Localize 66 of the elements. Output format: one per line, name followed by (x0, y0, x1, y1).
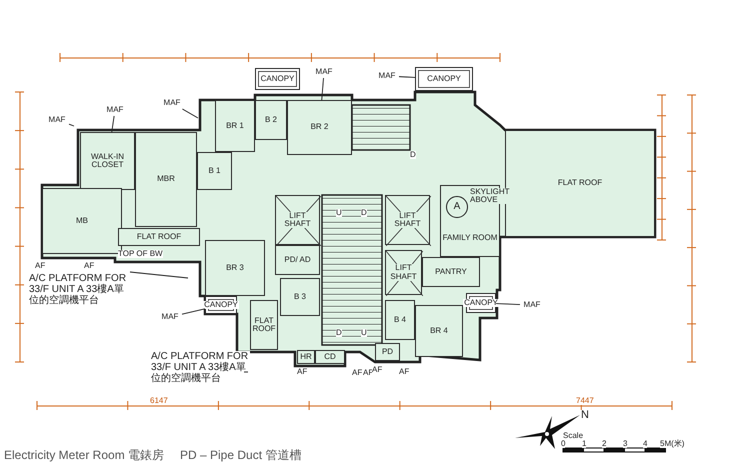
leader-line (182, 108, 198, 118)
scale-label: Scale (563, 432, 584, 440)
scale-number: 0 (561, 440, 566, 448)
room-area: PANTRY (422, 257, 480, 287)
room-area: FLAT ROOF (250, 300, 278, 350)
room-area: BR 4 (415, 305, 463, 357)
scale-number: 1 (582, 440, 586, 448)
north-label: N (581, 410, 589, 421)
callout-text: MAF (162, 98, 182, 108)
room-area: B 4 (385, 300, 415, 340)
lift-shaft: LIFT SHAFT (385, 195, 430, 245)
room-area: B 1 (197, 152, 232, 190)
callout-text: A/C PLATFORM FOR 33/F UNIT A 33樓A單位的空調機平台 (150, 350, 250, 384)
stair-direction: D (336, 329, 342, 337)
leader-line (68, 124, 74, 126)
room-area: B 2 (255, 100, 287, 140)
callout-text: MAF (106, 106, 124, 114)
callout-text: MAF (48, 116, 66, 124)
leader-line (321, 78, 324, 100)
note: AF (35, 262, 46, 270)
room-area: FLAT ROOF (118, 228, 200, 246)
room-area: BR 2 (287, 100, 352, 155)
room-marker-circle: A (446, 196, 468, 218)
callout-text: MAF (378, 72, 396, 80)
scale-number: 5M(米) (660, 440, 684, 448)
leader-line (130, 272, 188, 278)
leader-line (496, 303, 520, 305)
room-area: WALK-IN CLOSET (80, 132, 135, 190)
leader-line (111, 116, 115, 132)
note: TOP OF BW (118, 250, 163, 258)
dimension-text: 6147 (150, 397, 168, 405)
leader-line (182, 308, 206, 315)
callout-text: MAF (522, 300, 542, 310)
room-area: MBR (135, 132, 197, 227)
lift-shaft: LIFT SHAFT (275, 195, 320, 245)
canopy-area: CANOPY (205, 296, 237, 314)
note: AF (399, 368, 410, 376)
legend-note: PD – Pipe Duct 管道槽 (180, 449, 302, 461)
scale-number: 3 (623, 440, 628, 448)
stair-direction: U (361, 329, 367, 337)
dimension-text: 7447 (576, 397, 594, 405)
note: AF (297, 368, 308, 376)
callout-text: MAF (314, 68, 334, 76)
leader-line (398, 76, 416, 78)
room-area: BR 1 (215, 100, 255, 152)
scale-number: 4 (643, 440, 648, 448)
lift-shaft: LIFT SHAFT (385, 250, 422, 295)
canopy-area: CANOPY (255, 68, 300, 90)
room-area: B 3 (280, 278, 320, 316)
stair-direction: D (361, 209, 367, 217)
room-area: PD/ AD (275, 245, 320, 275)
canopy-area: CANOPY (466, 293, 496, 313)
stair-direction: U (336, 209, 342, 217)
scale-number: 2 (602, 440, 606, 448)
note: AF (372, 366, 382, 374)
note: AF (352, 369, 362, 377)
legend-note: Electricity Meter Room 電錶房 (4, 449, 164, 461)
note: SKYLIGHT ABOVE (470, 188, 510, 204)
room-area: HR (297, 350, 315, 364)
canopy-area: CANOPY (415, 67, 473, 91)
note: AF (84, 262, 94, 270)
stair-direction: D (410, 151, 416, 159)
room-area: BR 3 (205, 240, 265, 296)
room-area: CD (315, 350, 345, 364)
callout-text: MAF (160, 312, 180, 322)
room-area: PD (375, 343, 400, 361)
